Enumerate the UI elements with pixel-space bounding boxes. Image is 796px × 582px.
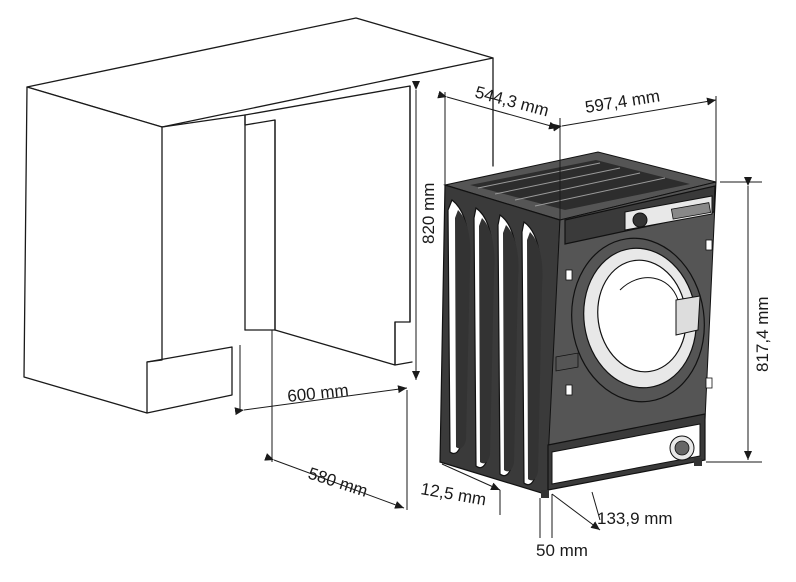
label-base-offset: 50 mm — [536, 541, 588, 560]
label-height-machine: 817,4 mm — [753, 296, 772, 372]
kitchen-cabinet — [23, 17, 494, 414]
label-depth-niche: 580 mm — [306, 464, 370, 501]
washing-machine — [439, 151, 717, 498]
label-width-niche: 600 mm — [286, 381, 349, 406]
label-height-niche: 820 mm — [419, 183, 438, 244]
label-door-offset: 133,9 mm — [597, 509, 673, 528]
dimension-lines — [234, 81, 762, 538]
label-width-machine: 597,4 mm — [584, 86, 662, 117]
label-foot-offset: 12,5 mm — [419, 479, 487, 509]
